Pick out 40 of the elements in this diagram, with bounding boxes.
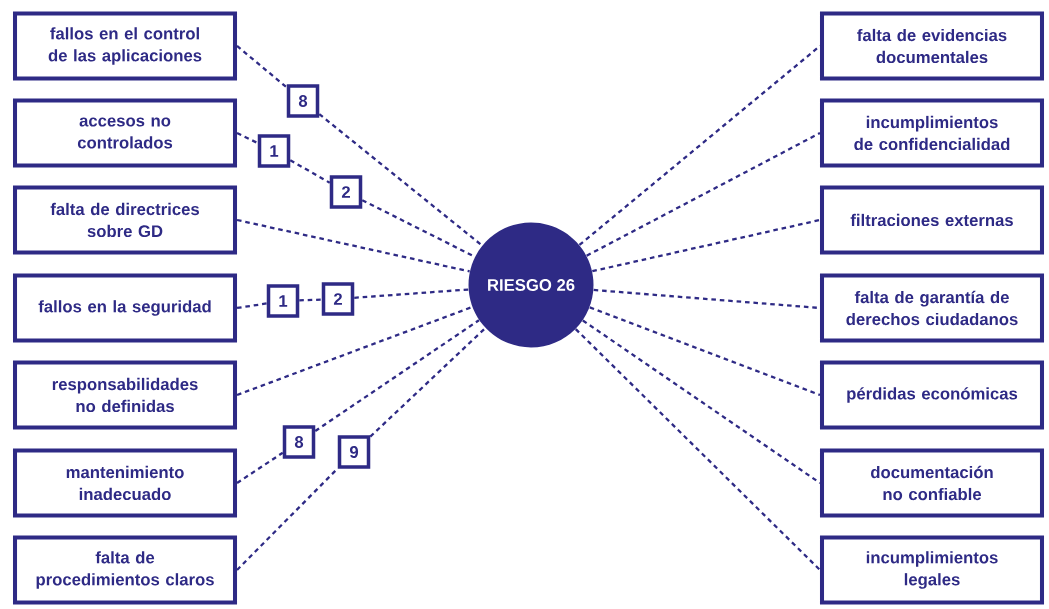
dashed-connector — [354, 288, 469, 299]
text-box: accesos no controlados — [13, 98, 238, 168]
text-box: documentación no confiable — [820, 448, 1044, 518]
text-box: incumplimientos legales — [820, 535, 1044, 605]
text-box: falta de garantía de derechos ciudadanos — [820, 273, 1044, 343]
text-box: falta de directrices sobre GD — [13, 185, 238, 255]
number-box: 9 — [337, 435, 371, 469]
dashed-connector — [589, 306, 821, 397]
dashed-connector — [318, 113, 483, 247]
dashed-connector — [574, 328, 821, 571]
text-box: fallos en el control de las aplicaciones — [13, 11, 238, 81]
dashed-connector — [299, 298, 322, 302]
dashed-connector — [586, 132, 821, 257]
text-box: incumplimientos de confidencialidad — [820, 98, 1044, 168]
number-box: 2 — [321, 282, 355, 316]
number-box: 1 — [257, 134, 291, 168]
text-box: filtraciones externas — [820, 185, 1044, 255]
dashed-connector — [236, 467, 339, 571]
number-box: 8 — [286, 84, 320, 118]
dashed-connector — [369, 327, 487, 438]
dashed-connector — [592, 218, 821, 273]
dashed-connector — [582, 319, 821, 484]
text-box: pérdidas económicas — [820, 360, 1044, 430]
dashed-connector — [314, 319, 480, 432]
text-box: fallos en la seguridad — [13, 273, 238, 343]
dashed-connector — [578, 45, 821, 246]
number-box: 8 — [282, 425, 316, 459]
dashed-connector — [236, 302, 267, 310]
dashed-connector — [236, 45, 288, 89]
dashed-connector — [236, 131, 259, 145]
number-box: 1 — [266, 284, 300, 318]
text-box: responsabilidades no definidas — [13, 360, 238, 430]
number-box: 2 — [329, 175, 363, 209]
text-box: falta de procedimientos claros — [13, 535, 238, 605]
dashed-connector — [236, 451, 284, 484]
text-box: mantenimiento inadecuado — [13, 448, 238, 518]
text-box: falta de evidencias documentales — [820, 11, 1044, 81]
dashed-connector — [289, 159, 331, 184]
dashed-connector — [236, 218, 470, 273]
dashed-connector — [236, 305, 473, 397]
